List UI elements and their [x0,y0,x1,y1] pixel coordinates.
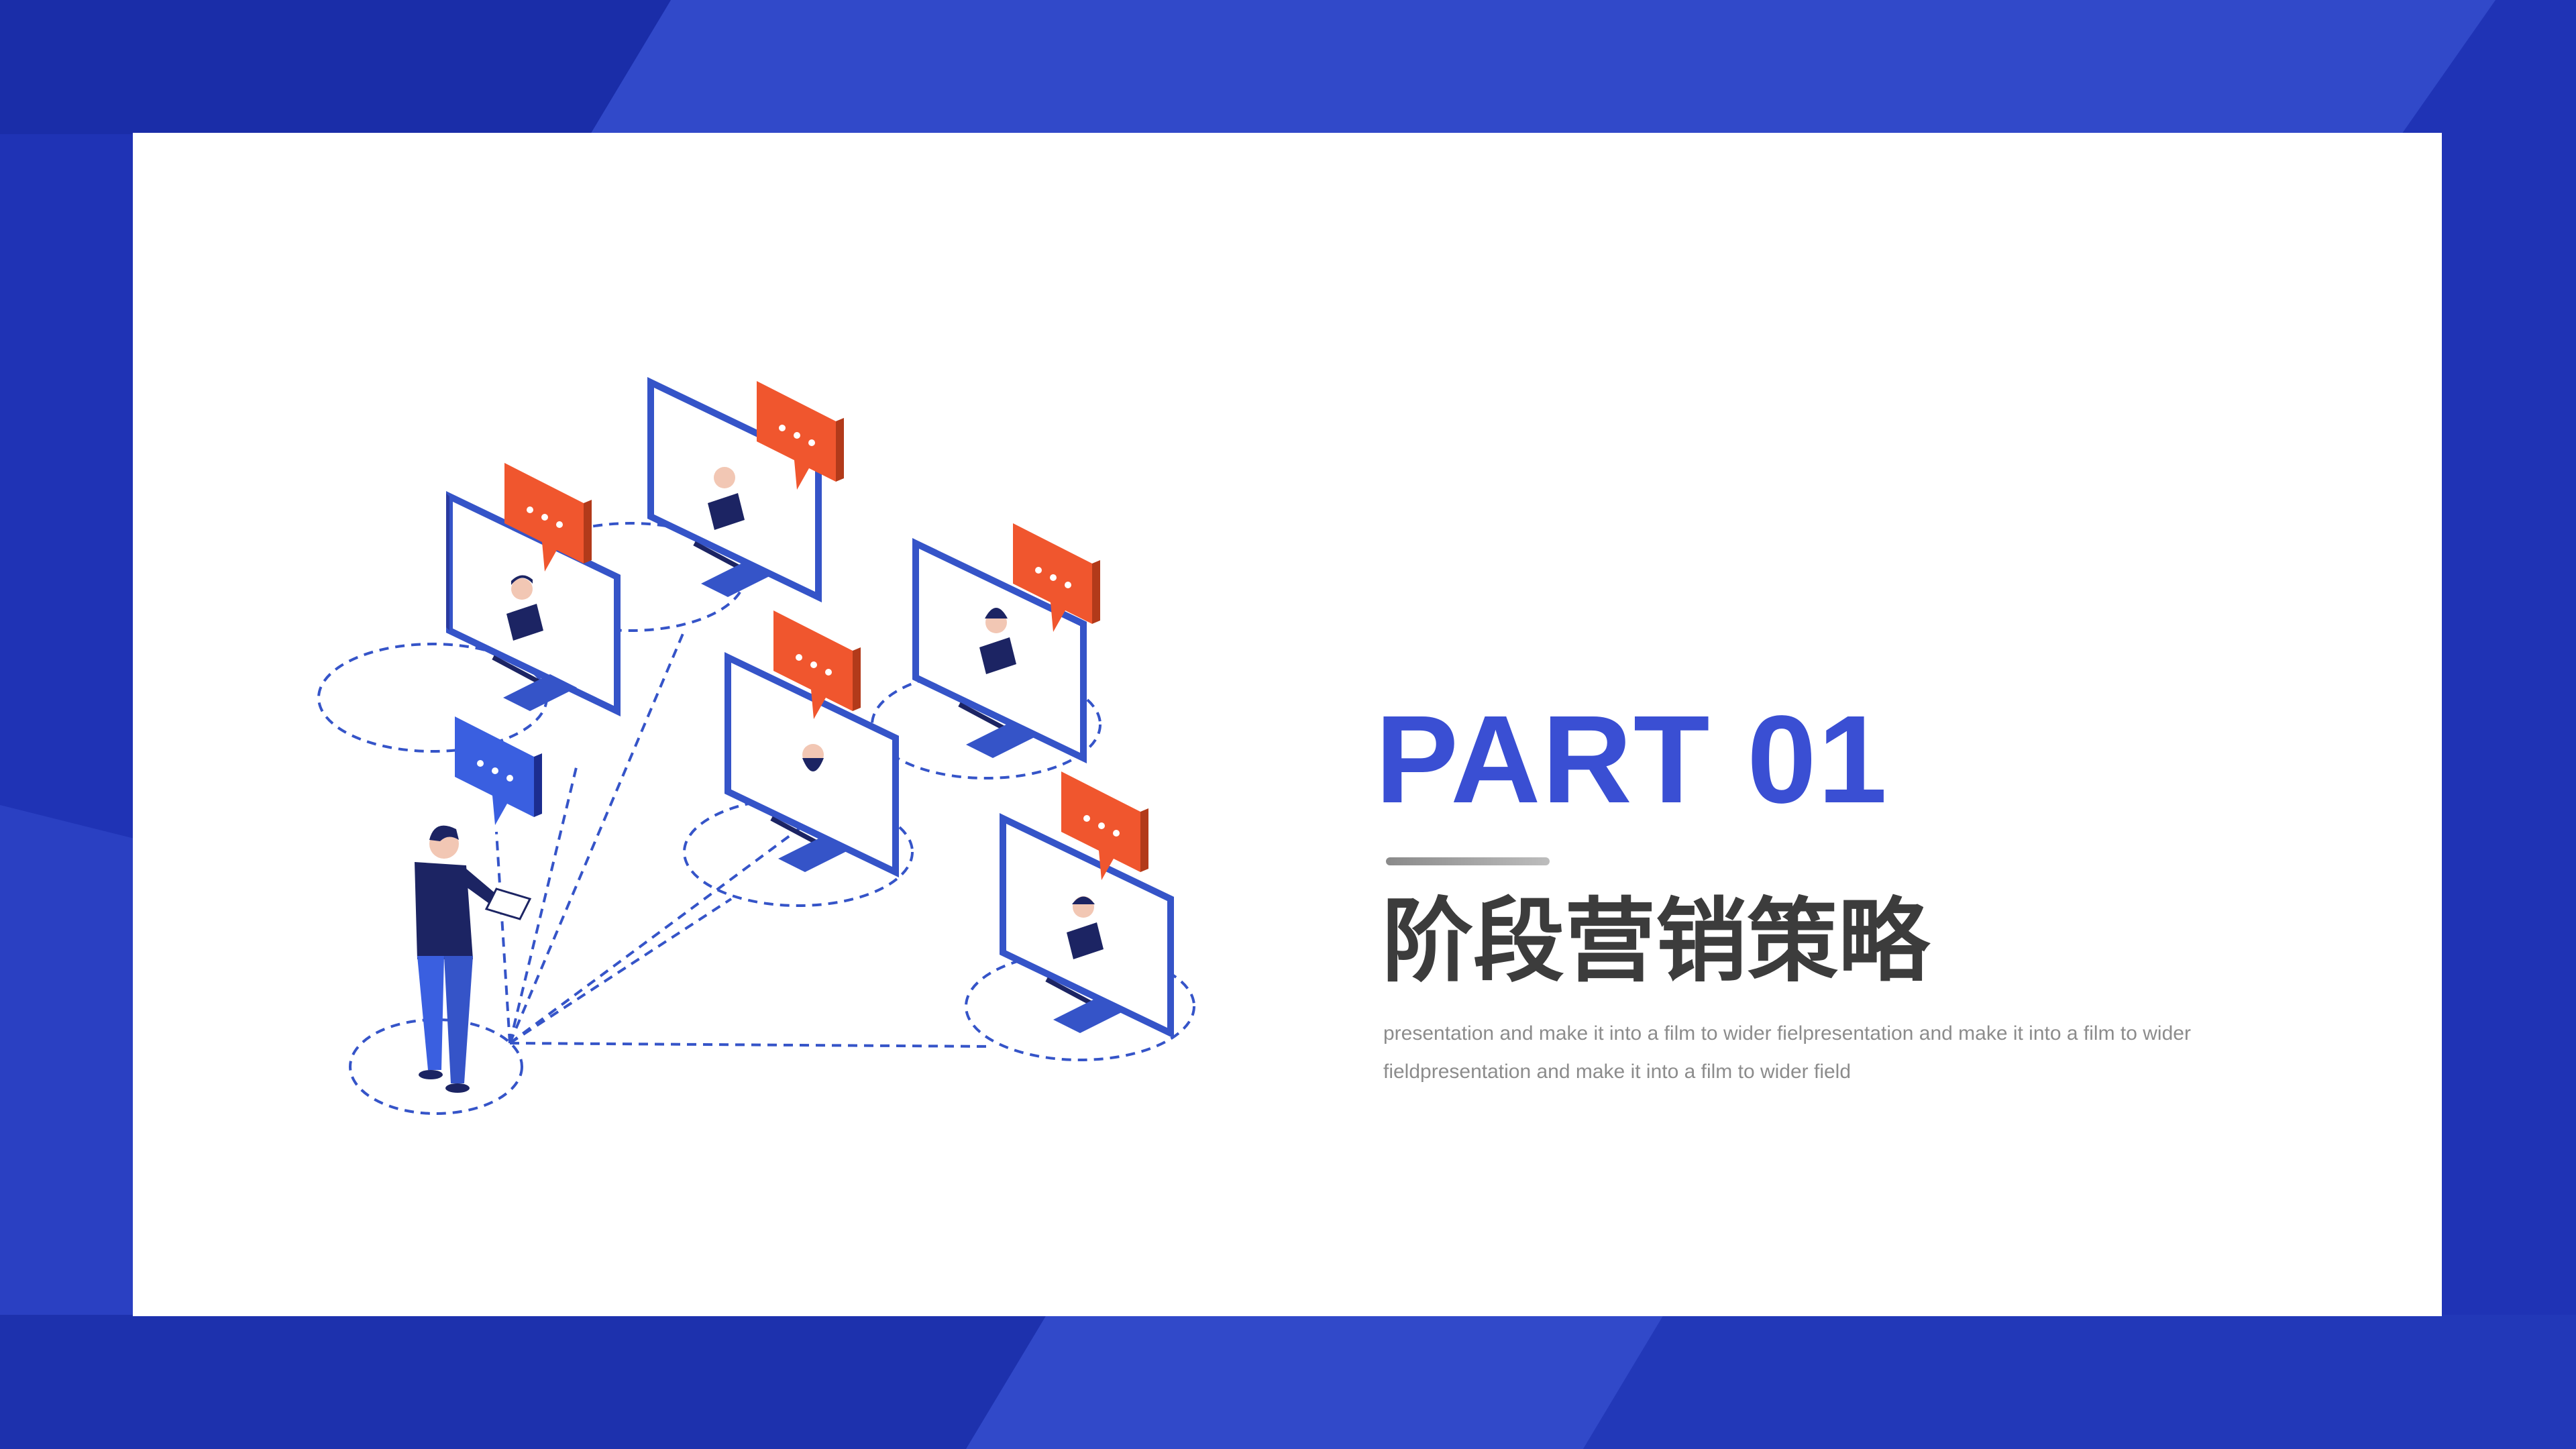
standing-person [415,825,532,1093]
part-title: PART 01 [1375,690,1889,829]
bubble-1 [504,463,592,572]
section-title: 阶段营销策略 [1382,889,1929,995]
monitor-4 [912,538,1087,763]
network-communication-illustration [317,377,1195,1115]
bubble-3 [773,610,861,719]
monitor-5 [1000,813,1174,1038]
content-card [133,133,2442,1316]
section-description: presentation and make it into a film to … [1383,1022,2191,1083]
bubble-2 [757,381,844,490]
bubble-person [455,716,542,825]
title-divider [1386,857,1550,865]
monitor-3 [724,652,899,877]
bubble-5 [1061,771,1148,880]
bubble-4 [1013,523,1100,632]
